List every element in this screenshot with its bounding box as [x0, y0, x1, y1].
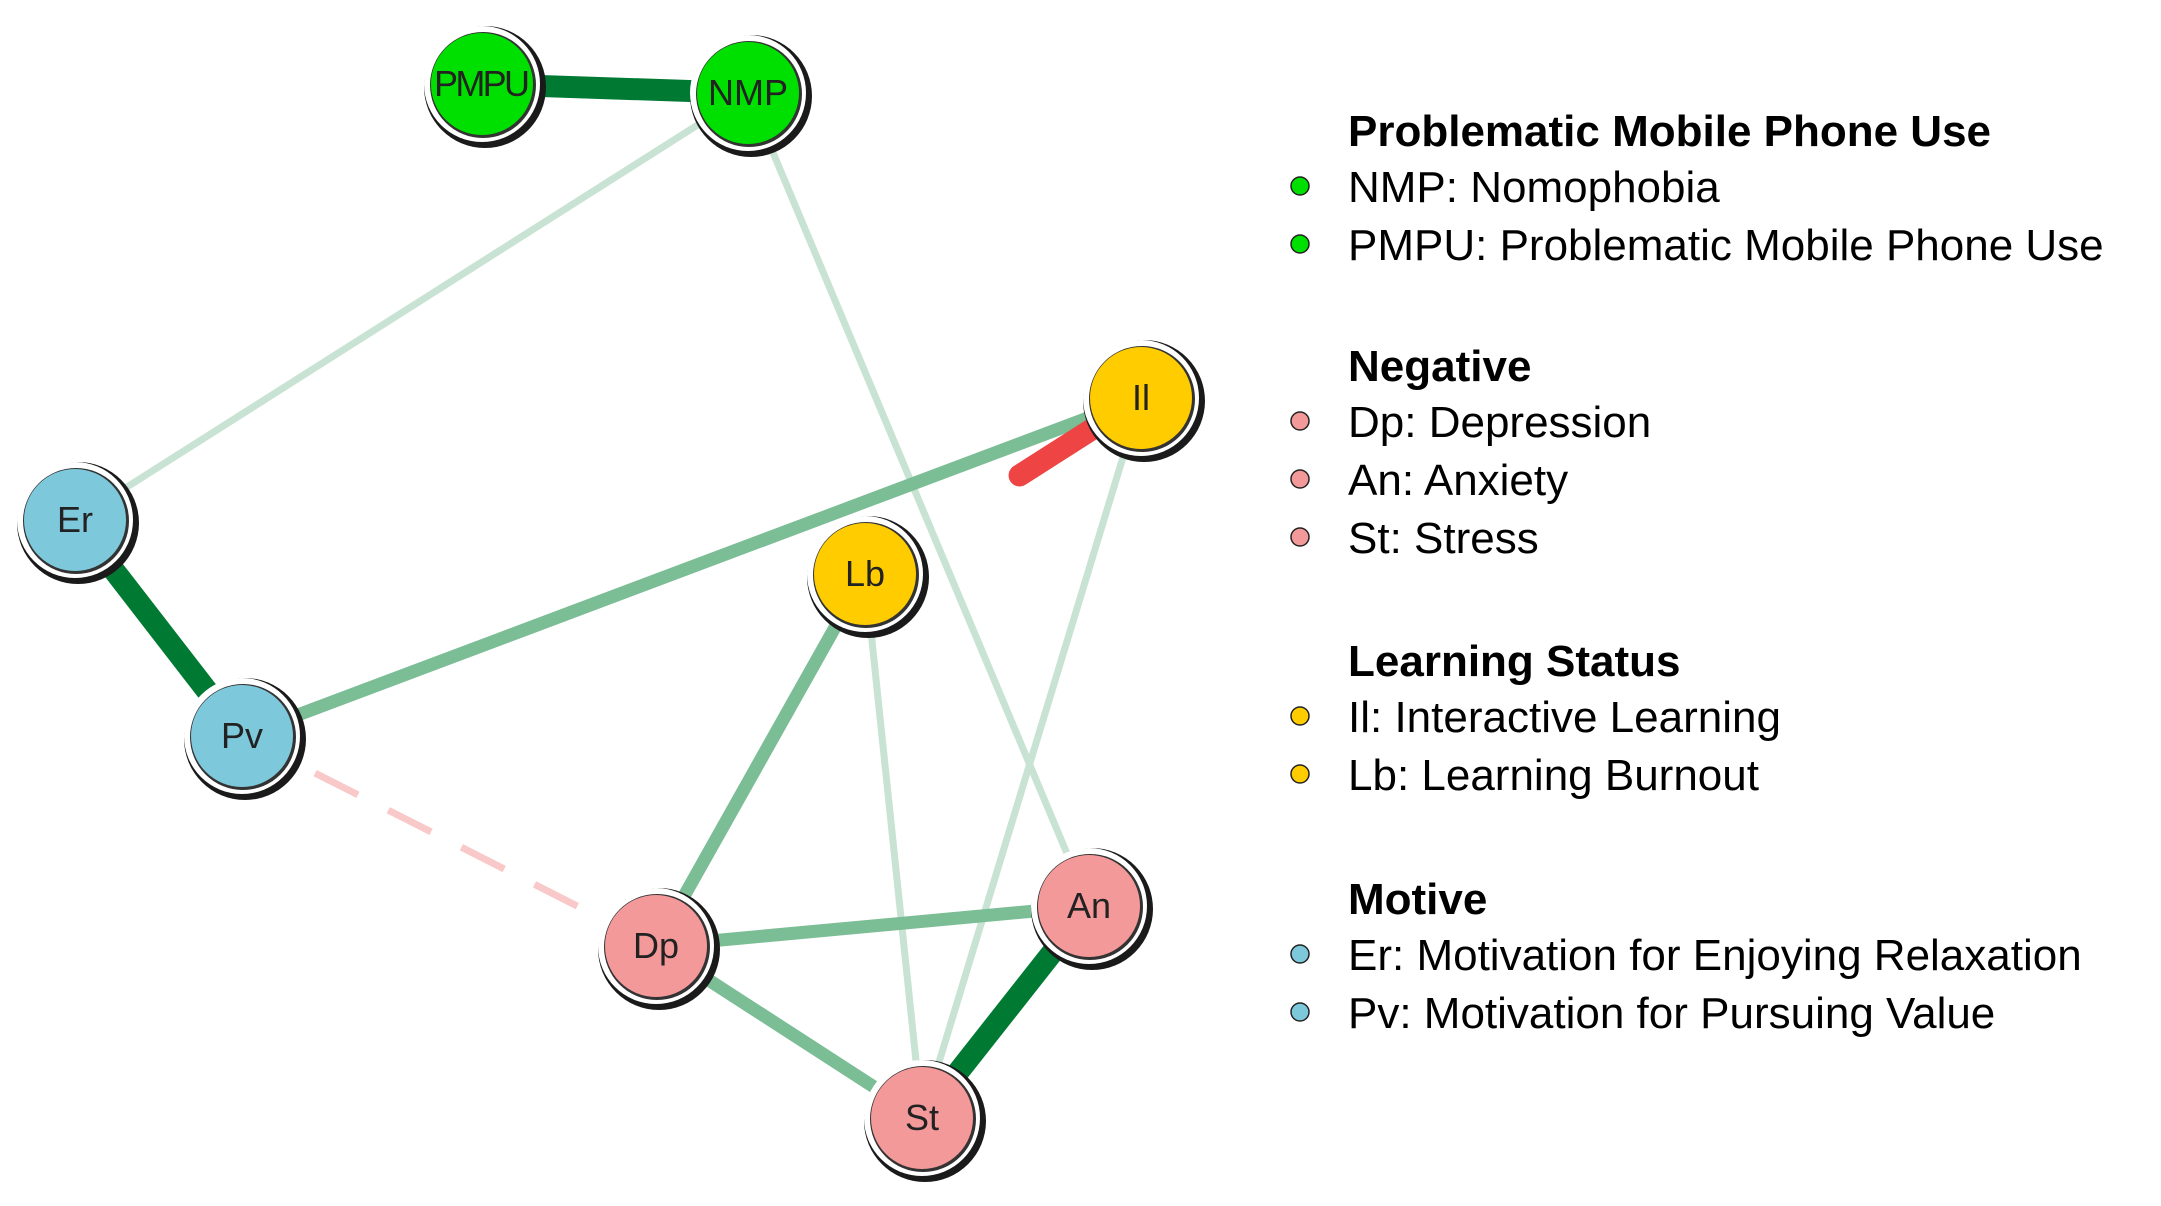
node-st: St — [864, 1060, 986, 1182]
legend-item: Dp: Depression — [1348, 398, 1651, 447]
legend-item: Il: Interactive Learning — [1348, 693, 1781, 742]
node-an: An — [1031, 848, 1153, 970]
node-nmp: NMP — [690, 35, 812, 157]
legend-item: NMP: Nomophobia — [1348, 163, 1720, 212]
legend-dot — [1290, 764, 1310, 784]
edge-pv-dp — [240, 732, 658, 950]
node-label: PMPU — [434, 63, 530, 104]
node-pmpu: PMPU — [424, 26, 546, 148]
node-er: Er — [17, 462, 139, 584]
node-fill — [697, 42, 799, 144]
legend-dot — [1290, 944, 1310, 964]
legend-title: Motive — [1348, 875, 1487, 924]
legend-item: Er: Motivation for Enjoying Relaxation — [1348, 931, 2082, 980]
edge-lb-dp — [650, 570, 871, 950]
node-label: An — [1067, 885, 1111, 926]
node-label: NMP — [708, 72, 788, 113]
node-pv: Pv — [184, 678, 306, 800]
node-il: Il — [1083, 340, 1205, 462]
legend-dot — [1290, 1002, 1310, 1022]
edge-lb-st — [861, 573, 926, 1119]
legend-item: Pv: Motivation for Pursuing Value — [1348, 989, 1995, 1038]
node-label: Pv — [221, 715, 263, 756]
edge-nmp-er — [73, 90, 750, 523]
node-dp: Dp — [598, 888, 720, 1010]
node-lb: Lb — [807, 516, 929, 638]
legend-dot — [1290, 527, 1310, 547]
legend-dot — [1290, 706, 1310, 726]
edge-il-st — [918, 396, 1145, 1120]
node-fill — [814, 523, 916, 625]
legend-dot — [1290, 411, 1310, 431]
node-fill — [431, 33, 533, 135]
node-fill — [1090, 347, 1192, 449]
legend-item: St: Stress — [1348, 514, 1539, 563]
node-label: Lb — [845, 553, 885, 594]
legend-item: Lb: Learning Burnout — [1348, 751, 1759, 800]
legend-item: PMPU: Problematic Mobile Phone Use — [1348, 221, 2104, 270]
legend-dot — [1290, 234, 1310, 254]
legend-dot — [1290, 469, 1310, 489]
node-label: Dp — [633, 925, 679, 966]
edge-nmp-an — [744, 91, 1093, 908]
legend-title: Learning Status — [1348, 637, 1681, 686]
node-label: St — [905, 1097, 939, 1138]
legend-title: Negative — [1348, 342, 1531, 391]
node-label: Il — [1132, 377, 1150, 418]
node-label: Er — [57, 499, 93, 540]
legend-item: An: Anxiety — [1348, 456, 1568, 505]
node-fill — [605, 895, 707, 997]
edge-pv-il — [239, 391, 1144, 743]
node-fill — [871, 1067, 973, 1169]
node-fill — [1038, 855, 1140, 957]
edge-dp-an — [655, 899, 1090, 953]
node-fill — [191, 685, 293, 787]
node-fill — [24, 469, 126, 571]
legend-dot — [1290, 176, 1310, 196]
legend-title: Problematic Mobile Phone Use — [1348, 107, 1991, 156]
